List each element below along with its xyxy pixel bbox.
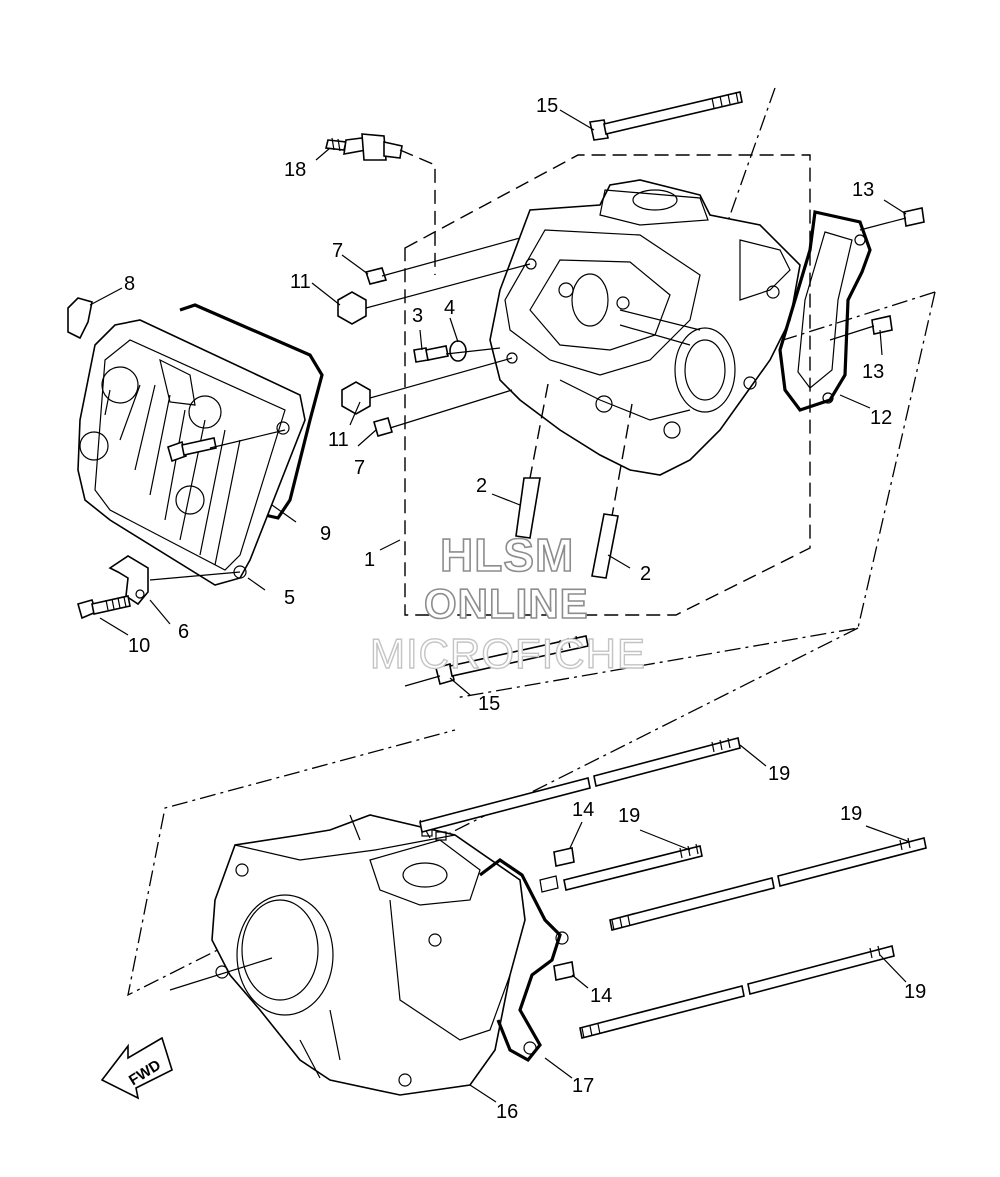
bolt-15-top (589, 91, 743, 141)
callout-1: 1 (364, 549, 375, 571)
gasket-12-inner (797, 231, 853, 389)
dowel-13-lower (871, 315, 893, 335)
callout-19-b: 19 (618, 805, 640, 827)
bolt-10 (77, 595, 131, 620)
callout-12: 12 (870, 407, 892, 429)
washer-4 (449, 340, 467, 362)
cylinder-head-assembly-outline (404, 154, 811, 616)
callout-15-top: 15 (536, 95, 558, 117)
callout-3: 3 (412, 305, 423, 327)
valve-cover-gasket-9 (179, 303, 324, 520)
callout-13-upper: 13 (852, 179, 874, 201)
cylinder-16 (211, 814, 526, 1096)
callout-17: 17 (572, 1075, 594, 1097)
clamp-6 (108, 555, 149, 606)
cover-bolt (167, 437, 217, 463)
callout-7-upper: 7 (332, 240, 343, 262)
stud-bolt-2-left (515, 477, 541, 539)
gasket-17 (479, 858, 562, 1063)
cylinder-head (489, 179, 801, 476)
callout-14-lower: 14 (590, 985, 612, 1007)
alignment-lines (149, 217, 907, 687)
stud-bolt-2-right (591, 513, 619, 579)
callout-4: 4 (444, 297, 455, 319)
callout-6: 6 (178, 621, 189, 643)
stud-bolt-19-d (579, 945, 895, 1039)
plate-8 (67, 297, 93, 340)
callout-9: 9 (320, 523, 331, 545)
forward-direction-arrow: FWD (100, 1036, 173, 1100)
callout-2-left: 2 (476, 475, 487, 497)
callout-16: 16 (496, 1101, 518, 1123)
callout-8: 8 (124, 273, 135, 295)
dowel-pin-7-upper (364, 267, 388, 285)
stud-bolt-19-b (563, 843, 703, 891)
callout-19-a: 19 (768, 763, 790, 785)
bolt-3 (413, 345, 449, 363)
callout-leaders (89, 109, 911, 1103)
watermark-line-1: HLSM (439, 528, 575, 582)
spark-plug-18 (325, 133, 403, 161)
spark-plug-guide (399, 149, 436, 275)
gasket-12 (778, 210, 872, 412)
callout-7-lower: 7 (354, 457, 365, 479)
callout-15-bottom: 15 (478, 693, 500, 715)
callout-11-upper: 11 (290, 271, 311, 293)
nut-11-upper (337, 291, 367, 325)
dowel-14-lower (553, 961, 575, 981)
callout-2-right: 2 (640, 563, 651, 585)
callout-13-lower: 13 (862, 361, 884, 383)
watermark-line-3: MICROFICHE (369, 629, 646, 677)
nut-11-lower (341, 381, 371, 415)
stud-bolt-19-c (609, 837, 927, 931)
callout-labels: 8 9 5 6 10 1 2 2 18 7 11 3 4 11 7 15 13 … (124, 95, 926, 1123)
stud-bolt-19-a (419, 737, 741, 833)
callout-19-d: 19 (904, 981, 926, 1003)
callout-5: 5 (284, 587, 295, 609)
callout-11-lower: 11 (328, 429, 349, 451)
callout-14-upper: 14 (572, 799, 594, 821)
dowel-13-upper (903, 207, 925, 227)
callout-19-c: 19 (840, 803, 862, 825)
callout-10: 10 (128, 635, 150, 657)
dowel-14-upper (553, 847, 575, 867)
callout-18: 18 (284, 159, 306, 181)
dowel-pin-7-lower (373, 417, 393, 437)
watermark-line-2: ONLINE (423, 579, 589, 628)
bolt-15-bottom (435, 635, 589, 685)
